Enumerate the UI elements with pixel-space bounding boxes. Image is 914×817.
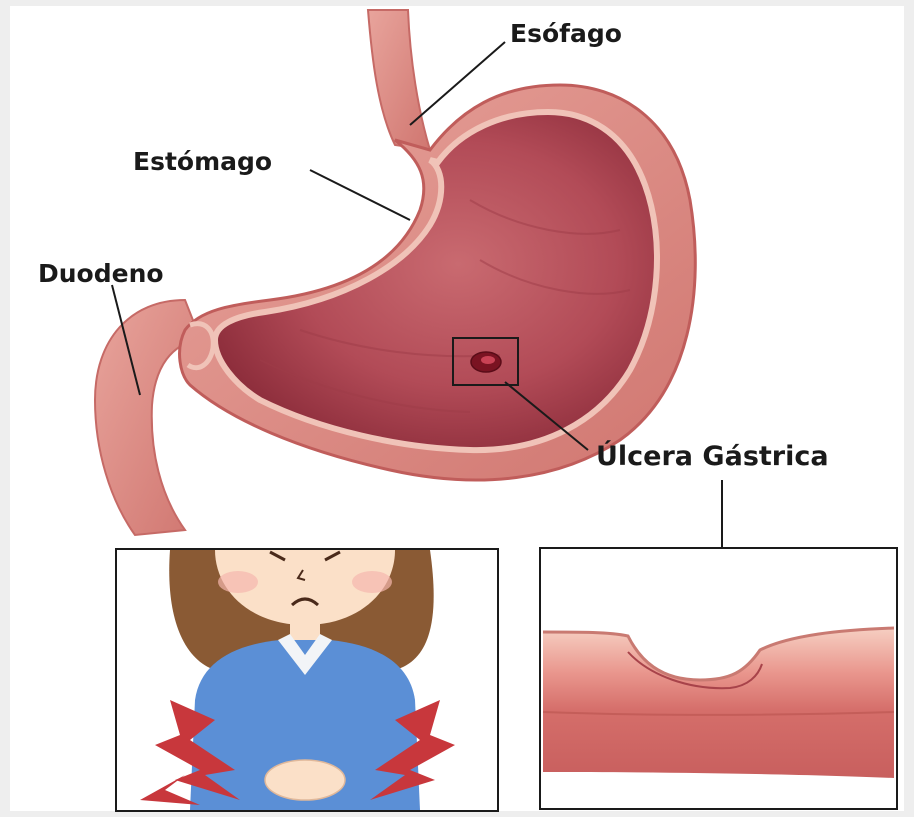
hands — [265, 760, 345, 800]
esophagus-tube — [368, 10, 430, 150]
stomach-leader — [310, 170, 410, 220]
stomach-interior — [215, 112, 657, 450]
ulcer-label: Úlcera Gástrica — [596, 440, 829, 472]
stomach-label: Estómago — [133, 147, 272, 176]
ulcer-center — [481, 356, 495, 364]
patient-panel — [116, 549, 498, 811]
cheek-left — [218, 571, 258, 593]
esophagus-label: Esófago — [510, 19, 622, 48]
duodenum-label: Duodeno — [38, 259, 164, 288]
cheek-right — [352, 571, 392, 593]
ulcer-cross-section-panel — [540, 548, 897, 809]
